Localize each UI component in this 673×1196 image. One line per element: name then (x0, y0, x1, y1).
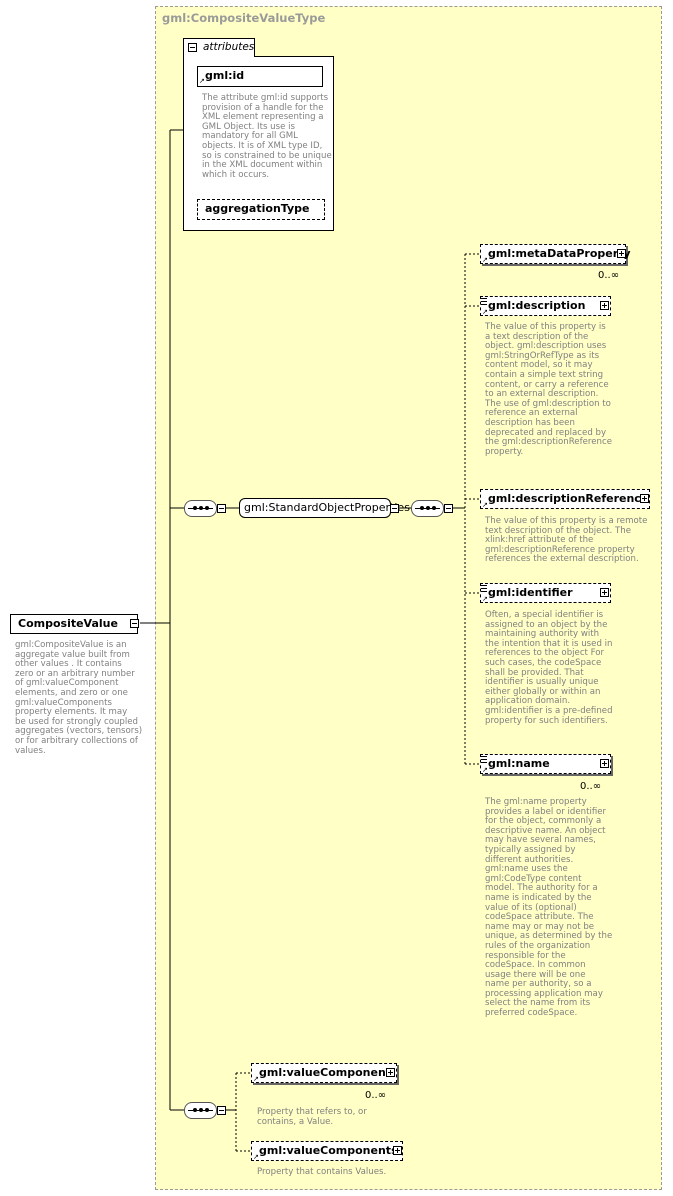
meta-data-property-element[interactable]: gml:metaDataProperty (480, 244, 631, 264)
text-content-icon (481, 298, 487, 305)
identifier-element[interactable]: gml:identifier (480, 583, 611, 603)
type-title: gml:CompositeValueType (162, 11, 326, 25)
description-reference-label: gml:descriptionReference (488, 492, 649, 505)
name-label: gml:name (488, 757, 550, 770)
aggregation-type-label: aggregationType (205, 202, 310, 215)
name-cardinality: 0..∞ (580, 781, 602, 792)
expand-icon[interactable] (393, 1146, 402, 1155)
standard-object-properties-group[interactable]: gml:StandardObjectProperties (239, 498, 410, 518)
description-reference-element[interactable]: gml:descriptionReference (480, 489, 650, 509)
value-components-label: gml:valueComponents (259, 1144, 398, 1157)
reference-arrow-icon: ↗ (482, 766, 488, 774)
reference-arrow-icon: ↗ (253, 1075, 259, 1083)
expand-icon[interactable] (600, 759, 609, 768)
reference-arrow-icon: ↗ (482, 501, 488, 509)
reference-arrow-icon: ↗ (253, 1153, 259, 1161)
text-content-icon (481, 756, 487, 763)
value-components-element[interactable]: gml:valueComponents (251, 1141, 403, 1161)
value-component-element[interactable]: gml:valueComponent (251, 1063, 397, 1083)
collapse-icon[interactable] (130, 619, 139, 628)
sequence-compositor[interactable] (184, 500, 217, 517)
reference-arrow-icon: ↗ (482, 256, 488, 264)
collapse-icon[interactable] (217, 1106, 226, 1115)
meta-data-property-cardinality: 0..∞ (598, 270, 620, 281)
aggregation-type-attribute[interactable]: aggregationType (197, 199, 325, 220)
expand-icon[interactable] (640, 494, 649, 503)
collapse-icon[interactable] (444, 504, 453, 513)
name-element[interactable]: gml:name (480, 754, 611, 774)
value-component-cardinality: 0..∞ (365, 1090, 387, 1101)
collapse-icon[interactable] (390, 504, 399, 513)
reference-arrow-icon: ↗ (199, 77, 205, 85)
composite-value-element[interactable]: CompositeValue (10, 614, 138, 634)
description-element[interactable]: gml:description (480, 296, 611, 316)
value-components-doc: Property that contains Values. (257, 1167, 387, 1177)
collapse-icon[interactable] (217, 504, 226, 513)
gml-id-label: gml:id (205, 69, 245, 82)
attributes-tab[interactable]: attributes (183, 38, 255, 57)
group-label: gml:StandardObjectProperties (244, 501, 410, 514)
value-component-label: gml:valueComponent (259, 1066, 392, 1079)
identifier-label: gml:identifier (488, 586, 573, 599)
meta-data-property-label: gml:metaDataProperty (488, 247, 631, 260)
sequence-compositor[interactable] (184, 1102, 217, 1119)
description-label: gml:description (488, 299, 586, 312)
expand-icon[interactable] (600, 301, 609, 310)
sequence-compositor[interactable] (411, 500, 444, 517)
reference-arrow-icon: ↗ (482, 308, 488, 316)
text-content-icon (481, 585, 487, 592)
expand-icon[interactable] (600, 588, 609, 597)
expand-icon[interactable] (617, 249, 626, 258)
composite-value-label: CompositeValue (18, 617, 118, 630)
gml-id-attribute[interactable]: gml:id (197, 66, 323, 87)
attributes-title: attributes (203, 41, 255, 53)
collapse-icon[interactable] (188, 43, 197, 52)
expand-icon[interactable] (386, 1068, 395, 1077)
reference-arrow-icon: ↗ (482, 595, 488, 603)
